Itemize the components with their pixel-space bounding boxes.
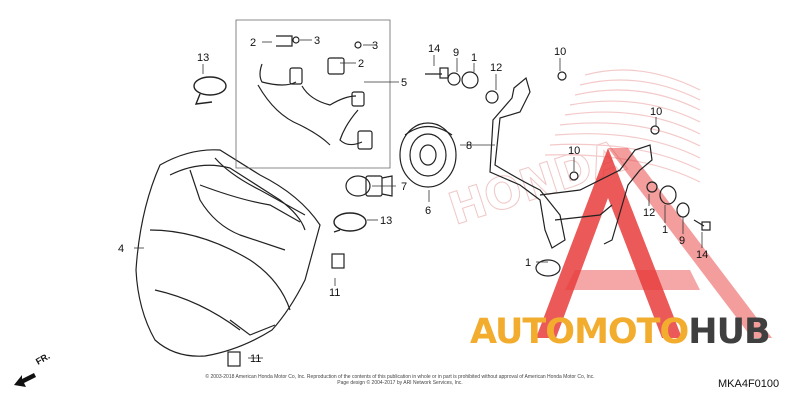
callout-9-upper: 9 <box>453 47 459 59</box>
callout-13-lower: 13 <box>380 215 392 227</box>
callout-1-upper: 1 <box>471 52 477 64</box>
callout-8: 8 <box>466 140 472 152</box>
callout-3-right: 3 <box>372 40 378 52</box>
harness-band <box>193 76 227 105</box>
callout-11-upper: 11 <box>329 287 340 299</box>
callout-10-top: 10 <box>554 46 566 58</box>
callout-10-middle: 10 <box>568 145 580 157</box>
callout-2-right: 2 <box>358 58 364 70</box>
harness-band-lower <box>333 212 367 233</box>
callout-7: 7 <box>401 181 407 193</box>
callout-14-lower: 14 <box>696 249 708 261</box>
headlight-stay <box>489 76 653 249</box>
callout-6: 6 <box>425 205 431 217</box>
diagram-code: MKA4F0100 <box>718 378 780 390</box>
mount-bolts <box>425 67 711 231</box>
headlight-assembly <box>135 149 321 357</box>
clip-upper <box>331 253 345 269</box>
callout-10-right: 10 <box>650 106 662 118</box>
callout-13-upper: 13 <box>197 52 209 64</box>
callout-4: 4 <box>118 243 124 255</box>
front-direction-label: FR. <box>34 351 52 367</box>
callout-12-lower: 12 <box>643 207 655 219</box>
front-direction-arrow <box>14 373 36 387</box>
callout-9-lower: 9 <box>679 235 685 247</box>
brand-part-auto: AUTO <box>470 312 575 352</box>
wire-harness <box>235 19 391 169</box>
leader-lines <box>134 39 703 359</box>
callout-11-lower: 11 <box>250 353 261 365</box>
callout-1-lower: 1 <box>525 257 531 269</box>
copyright-line-1: © 2003-2018 American Honda Motor Co, Inc… <box>205 374 595 380</box>
automotohub-watermark: AUTOMOTOHUB <box>470 312 771 352</box>
headlight-socket-cover <box>399 122 457 188</box>
callout-12-upper: 12 <box>490 62 502 74</box>
callout-3-left: 3 <box>314 35 320 47</box>
callout-14-upper: 14 <box>428 43 440 55</box>
clip-lower <box>227 351 241 367</box>
brand-part-moto: MOTO <box>574 312 689 352</box>
brand-part-hub: HUB <box>688 312 770 352</box>
callout-5: 5 <box>401 77 407 89</box>
callout-2-left: 2 <box>250 37 256 49</box>
copyright-line-2: Page design © 2004-2017 by ARI Network S… <box>337 380 463 386</box>
callout-1-right: 1 <box>662 224 668 236</box>
harness-fasteners <box>276 35 362 49</box>
